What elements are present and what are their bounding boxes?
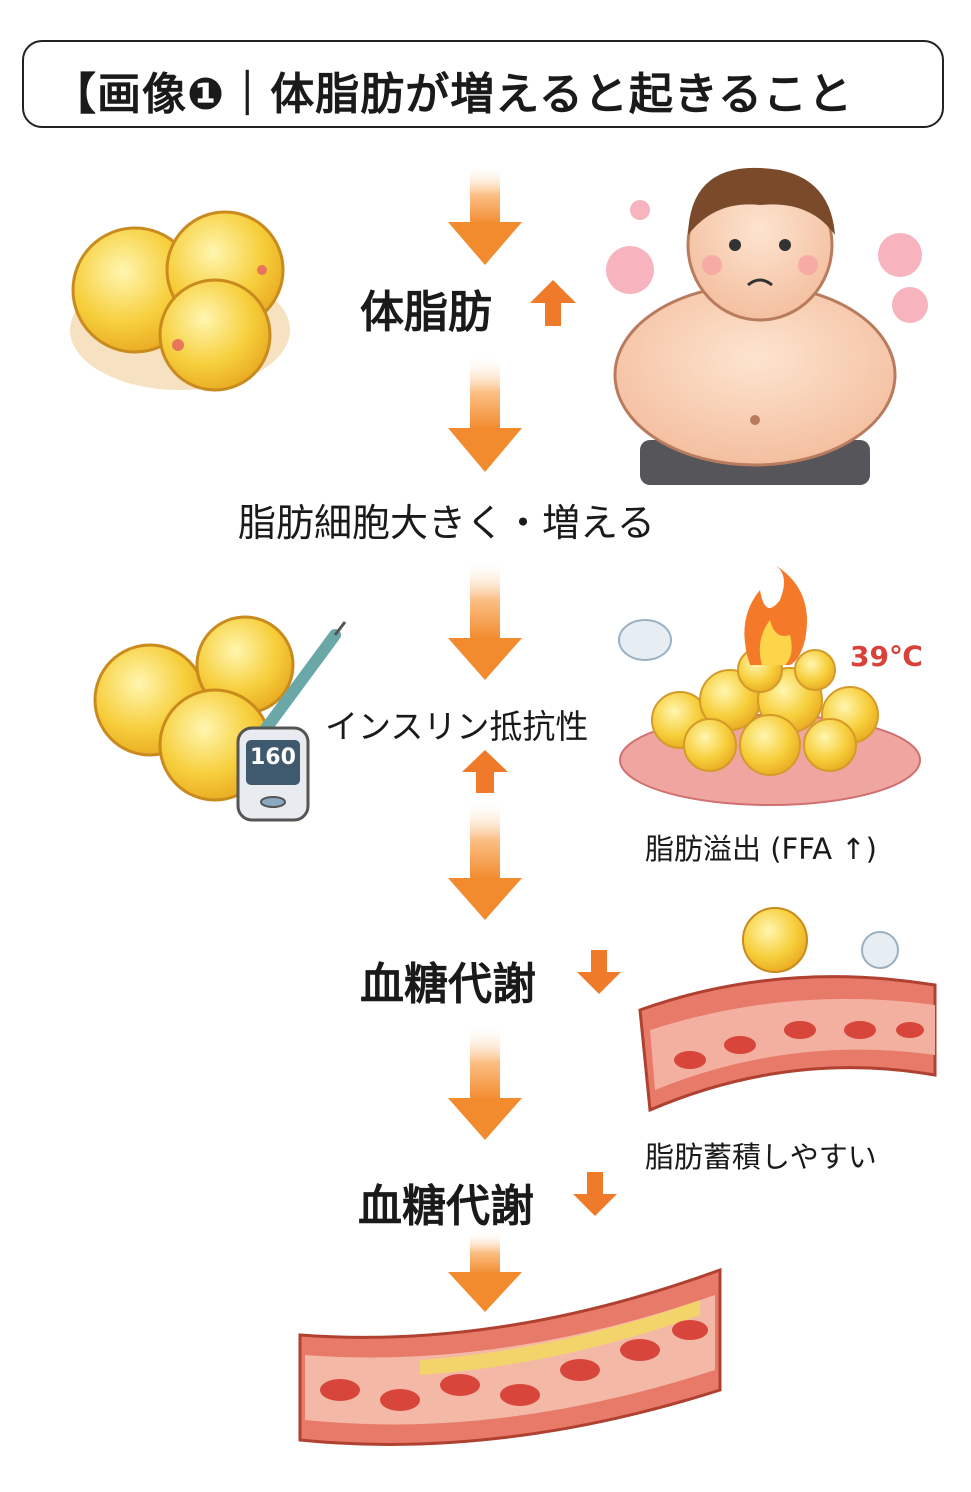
down-arrow-2 bbox=[448, 355, 522, 472]
decrease-arrow-icon-1 bbox=[577, 950, 621, 994]
decrease-arrow-icon-2 bbox=[573, 1172, 617, 1216]
down-arrow-3 bbox=[448, 560, 522, 680]
temperature-label: 39℃ bbox=[850, 640, 923, 673]
flow-step-fat-cells: 脂肪細胞大きく・増える bbox=[238, 501, 655, 545]
fat-cells-illustration bbox=[70, 210, 290, 392]
page-title: 【画像❶｜体脂肪が増えると起きること bbox=[52, 69, 854, 120]
blood-vessel-illustration bbox=[298, 1267, 722, 1446]
glucose-meter-icon bbox=[236, 726, 310, 822]
glucose-meter-value: 160 bbox=[250, 745, 296, 770]
note-fat-overflow: 脂肪溢出 (FFA ↑) bbox=[645, 832, 877, 866]
down-arrow-1 bbox=[448, 165, 522, 265]
blood-vessel-fat-illustration bbox=[638, 907, 937, 1113]
down-arrow-5 bbox=[448, 1025, 522, 1140]
title-box bbox=[22, 40, 944, 128]
overweight-person-illustration bbox=[606, 167, 928, 485]
up-arrow-small bbox=[462, 750, 508, 793]
down-arrow-6 bbox=[448, 1230, 522, 1312]
down-arrow-4 bbox=[448, 800, 522, 920]
increase-arrow-icon bbox=[530, 280, 576, 326]
flow-step-insulin-resistance: インスリン抵抗性 bbox=[325, 707, 589, 746]
inflamed-fat-tissue-illustration bbox=[618, 565, 921, 806]
flow-step-glucose-metabolism-2: 血糖代謝 bbox=[358, 1181, 534, 1232]
flow-step-glucose-metabolism-1: 血糖代謝 bbox=[360, 959, 536, 1010]
flow-step-body-fat: 体脂肪 bbox=[360, 287, 492, 338]
note-fat-accumulation: 脂肪蓄積しやすい bbox=[645, 1140, 877, 1174]
fat-cells-syringe-illustration bbox=[93, 615, 347, 802]
